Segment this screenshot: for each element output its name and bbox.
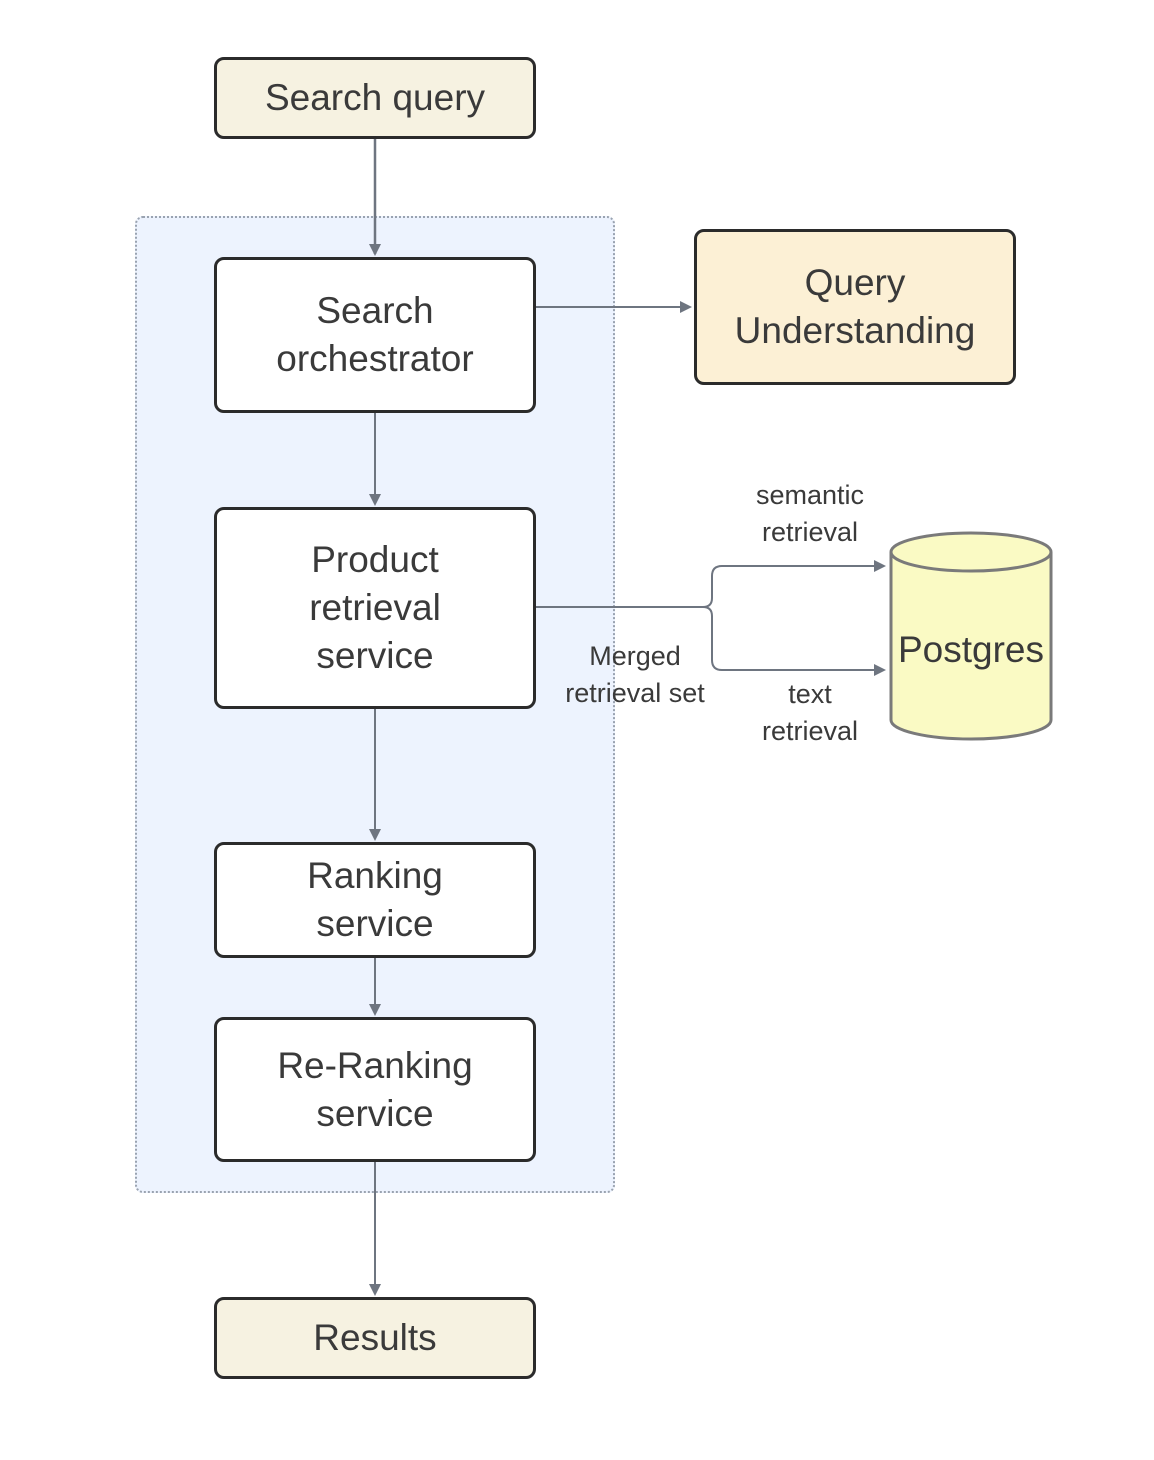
- postgres-label: Postgres: [897, 629, 1044, 670]
- search-query-node: Search query: [214, 57, 536, 139]
- results-node: Results: [214, 1297, 536, 1379]
- ranking-label: Ranking service: [307, 855, 443, 944]
- search-query-label: Search query: [264, 77, 486, 118]
- edge-text-retrieval: [702, 606, 886, 676]
- search-orchestrator-label: Search orchestrator: [276, 290, 474, 379]
- product-retrieval-label: Product retrieval service: [309, 539, 441, 676]
- merged-retrieval-set-label: Merged retrieval set: [565, 641, 705, 708]
- results-label: Results: [313, 1317, 437, 1358]
- reranking-node: Re-Ranking service: [214, 1017, 536, 1162]
- postgres-database-icon: [889, 531, 1053, 741]
- text-retrieval-label: text retrieval: [761, 679, 859, 746]
- search-orchestrator-node: Search orchestrator: [214, 257, 536, 413]
- reranking-label: Re-Ranking service: [277, 1044, 473, 1134]
- semantic-retrieval-label: semantic retrieval: [755, 480, 865, 547]
- product-retrieval-node: Product retrieval service: [214, 507, 536, 709]
- query-understanding-node: Query Understanding: [694, 229, 1016, 385]
- ranking-node: Ranking service: [214, 842, 536, 958]
- edge-semantic-retrieval: [702, 560, 886, 608]
- query-understanding-label: Query Understanding: [734, 262, 976, 351]
